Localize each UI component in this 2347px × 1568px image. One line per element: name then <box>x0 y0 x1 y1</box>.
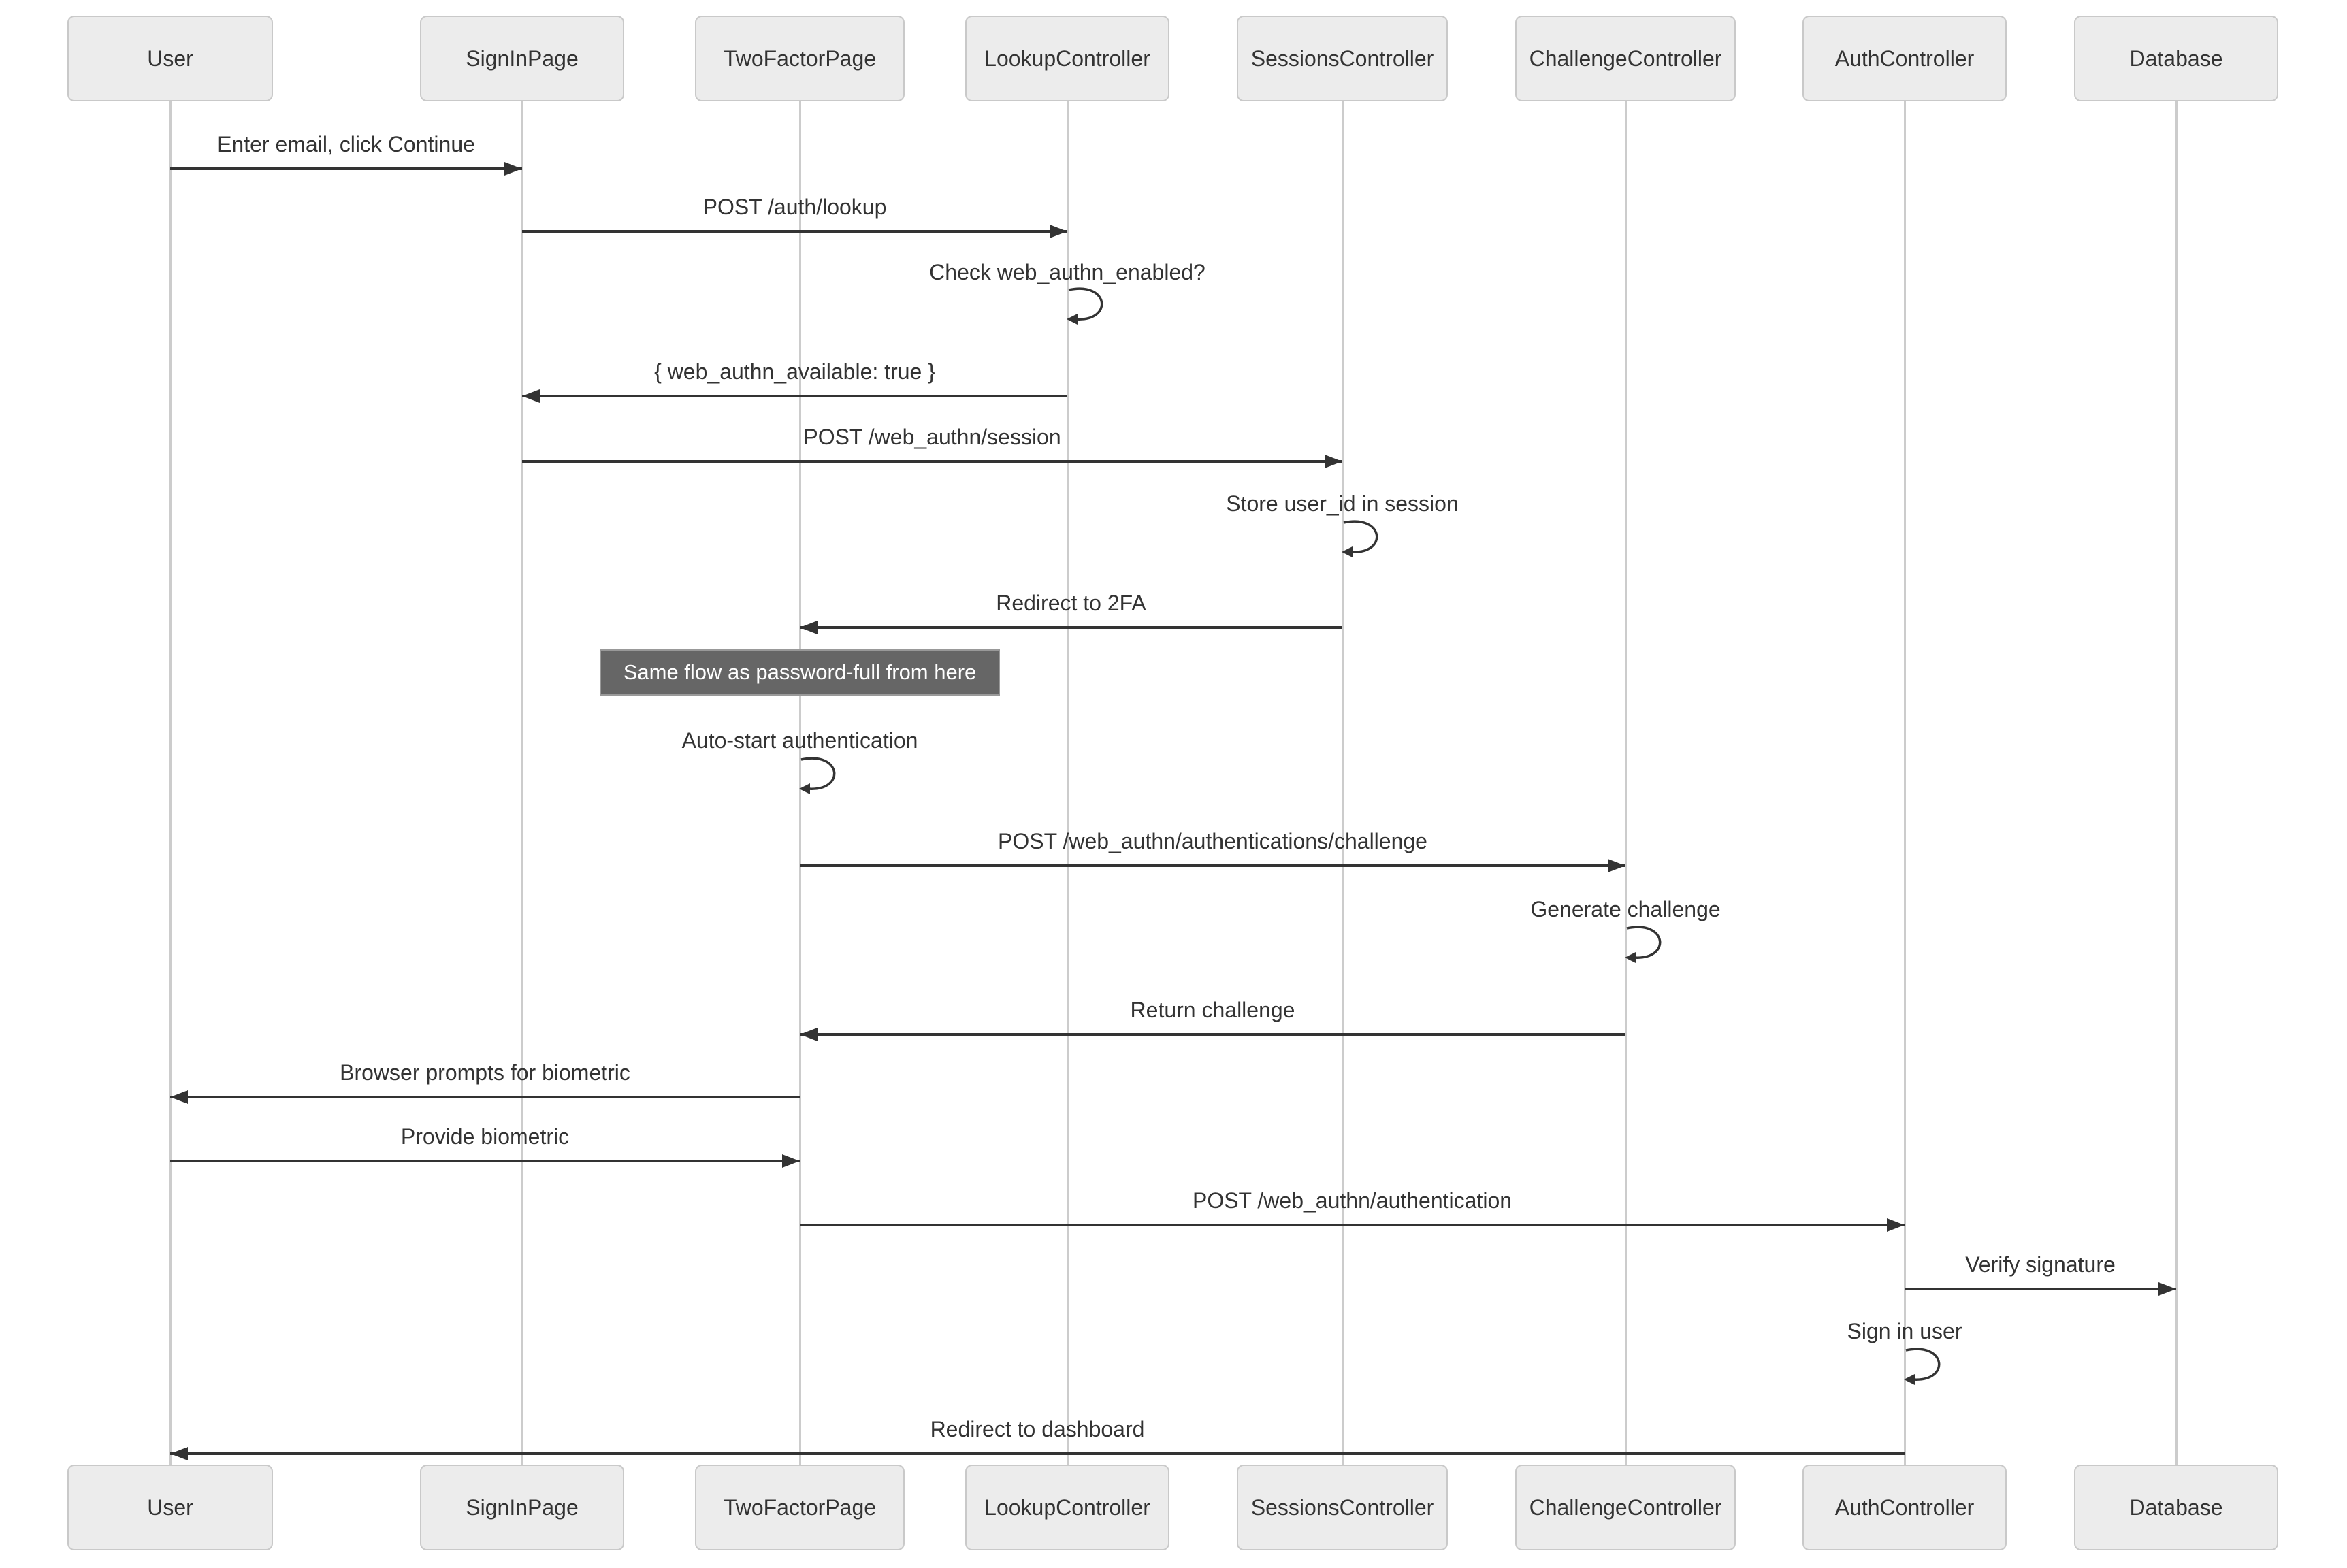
self-loop-arrow-icon <box>799 757 836 794</box>
actor-top-database: Database <box>2074 16 2278 101</box>
message-label-13: Provide biometric <box>400 1124 570 1149</box>
arrowhead-6 <box>800 621 818 634</box>
self-loop-8 <box>798 755 867 796</box>
arrowhead-4 <box>1325 455 1342 468</box>
actor-label: AuthController <box>1834 46 1975 71</box>
self-label-16: Sign in user <box>1847 1319 1962 1343</box>
message-line-3 <box>522 395 1067 397</box>
lifeline-authcontroller <box>1903 101 1906 1465</box>
actor-top-challengecontroller: ChallengeController <box>1515 16 1736 101</box>
actor-bottom-sessionscontroller: SessionsController <box>1237 1465 1448 1550</box>
self-label-5: Store user_id in session <box>1226 491 1459 516</box>
arrowhead-11 <box>800 1028 818 1041</box>
actor-label: User <box>147 46 193 71</box>
arrowhead-0 <box>504 162 522 176</box>
message-label-14: POST /web_authn/authentication <box>1192 1188 1512 1213</box>
self-loop-10 <box>1624 924 1692 965</box>
message-line-1 <box>522 230 1067 233</box>
actor-label: Database <box>2129 1494 2223 1520</box>
arrowhead-14 <box>1887 1218 1905 1232</box>
message-line-9 <box>800 864 1625 867</box>
actor-label: SignInPage <box>466 46 579 71</box>
lifeline-user <box>169 101 172 1465</box>
actor-bottom-user: User <box>67 1465 273 1550</box>
arrowhead-9 <box>1608 859 1625 872</box>
self-loop-arrow-icon <box>1342 520 1378 557</box>
actor-bottom-challengecontroller: ChallengeController <box>1515 1465 1736 1550</box>
actor-label: ChallengeController <box>1529 46 1722 71</box>
actor-top-signinpage: SignInPage <box>420 16 624 101</box>
self-loop-16 <box>1903 1346 1971 1387</box>
arrowhead-15 <box>2158 1282 2176 1296</box>
message-line-6 <box>800 626 1342 629</box>
actor-label: ChallengeController <box>1529 1494 1722 1520</box>
message-line-15 <box>1905 1288 2176 1290</box>
actor-label: Database <box>2129 46 2223 71</box>
arrowhead-12 <box>170 1090 188 1104</box>
lifeline-database <box>2175 101 2178 1465</box>
arrowhead-3 <box>522 389 540 403</box>
actor-label: LookupController <box>984 46 1150 71</box>
message-line-12 <box>170 1096 800 1098</box>
actor-label: AuthController <box>1834 1494 1975 1520</box>
message-label-3: { web_authn_available: true } <box>654 359 935 384</box>
actor-bottom-database: Database <box>2074 1465 2278 1550</box>
arrowhead-17 <box>170 1447 188 1460</box>
actor-top-twofactorpage: TwoFactorPage <box>695 16 905 101</box>
self-label-2: Check web_authn_enabled? <box>929 260 1205 284</box>
message-line-4 <box>522 460 1342 463</box>
lifeline-lookupcontroller <box>1066 101 1069 1465</box>
lifeline-challengecontroller <box>1624 101 1627 1465</box>
self-label-10: Generate challenge <box>1530 897 1721 921</box>
note-over-twofactorpage: Same flow as password-full from here <box>600 649 1000 696</box>
lifeline-signinpage <box>521 101 523 1465</box>
message-label-4: POST /web_authn/session <box>803 425 1061 449</box>
arrowhead-1 <box>1050 225 1067 238</box>
message-line-14 <box>800 1224 1905 1226</box>
actor-label: SignInPage <box>466 1494 579 1520</box>
actor-bottom-twofactorpage: TwoFactorPage <box>695 1465 905 1550</box>
actor-top-lookupcontroller: LookupController <box>965 16 1169 101</box>
self-label-8: Auto-start authentication <box>681 728 918 753</box>
actor-label: LookupController <box>984 1494 1150 1520</box>
message-line-13 <box>170 1160 800 1162</box>
message-label-9: POST /web_authn/authentications/challeng… <box>998 829 1427 853</box>
actor-top-user: User <box>67 16 273 101</box>
message-label-11: Return challenge <box>1130 998 1295 1022</box>
message-label-12: Browser prompts for biometric <box>340 1060 630 1085</box>
message-label-0: Enter email, click Continue <box>217 132 475 157</box>
message-line-11 <box>800 1033 1625 1036</box>
actor-bottom-signinpage: SignInPage <box>420 1465 624 1550</box>
actor-bottom-lookupcontroller: LookupController <box>965 1465 1169 1550</box>
self-loop-2 <box>1066 286 1134 327</box>
actor-label: SessionsController <box>1250 46 1434 71</box>
self-loop-arrow-icon <box>1625 926 1662 963</box>
message-label-15: Verify signature <box>1965 1252 2116 1277</box>
actor-label: TwoFactorPage <box>723 1494 877 1520</box>
message-label-17: Redirect to dashboard <box>930 1417 1145 1441</box>
actor-top-authcontroller: AuthController <box>1802 16 2007 101</box>
actor-label: User <box>147 1494 193 1520</box>
message-label-1: POST /auth/lookup <box>702 195 887 219</box>
actor-top-sessionscontroller: SessionsController <box>1237 16 1448 101</box>
message-line-0 <box>170 167 522 170</box>
actor-label: TwoFactorPage <box>723 46 877 71</box>
lifeline-twofactorpage <box>798 101 801 1465</box>
actor-bottom-authcontroller: AuthController <box>1802 1465 2007 1550</box>
self-loop-5 <box>1341 519 1409 559</box>
message-label-6: Redirect to 2FA <box>996 591 1146 615</box>
message-line-17 <box>170 1452 1905 1455</box>
self-loop-arrow-icon <box>1067 287 1103 325</box>
lifeline-sessionscontroller <box>1341 101 1344 1465</box>
actor-label: SessionsController <box>1250 1494 1434 1520</box>
self-loop-arrow-icon <box>1904 1348 1941 1385</box>
arrowhead-13 <box>782 1154 800 1168</box>
